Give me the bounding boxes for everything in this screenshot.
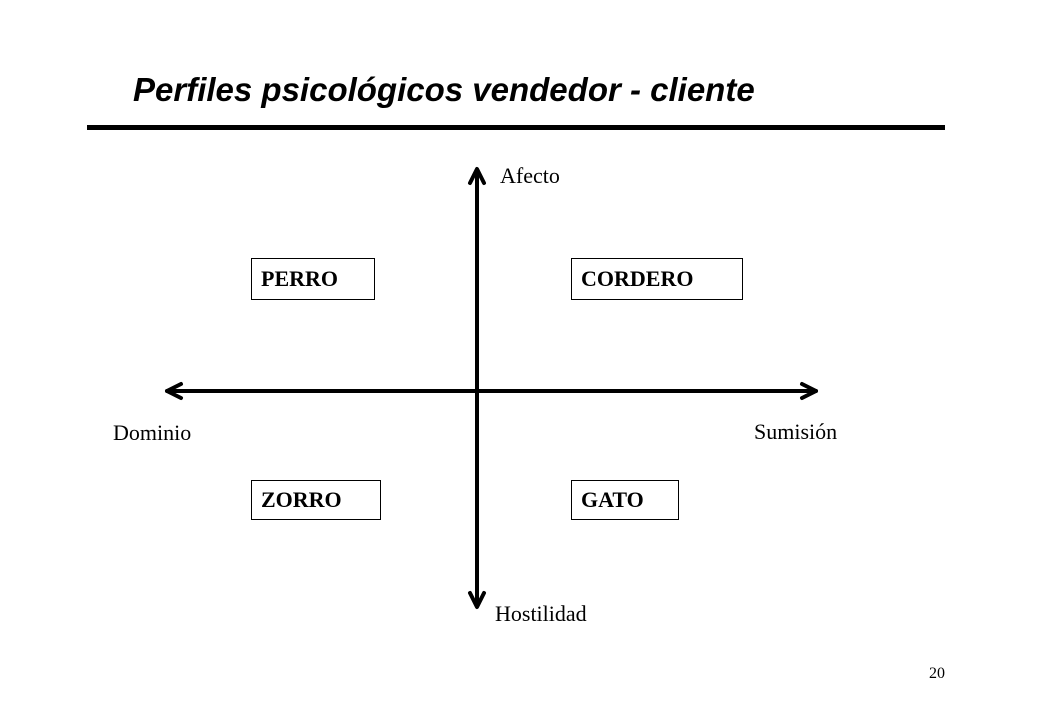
axis-label-dominio: Dominio bbox=[113, 420, 192, 445]
axis-label-sumision: Sumisión bbox=[754, 419, 838, 444]
profile-box-perro: PERRO bbox=[251, 258, 375, 300]
slide-title: Perfiles psicológicos vendedor - cliente bbox=[133, 71, 755, 108]
horizontal-axis bbox=[165, 382, 818, 400]
page-number: 20 bbox=[929, 665, 945, 682]
axis-label-hostilidad: Hostilidad bbox=[495, 601, 587, 626]
vertical-axis bbox=[468, 167, 486, 609]
profile-box-cordero: CORDERO bbox=[571, 258, 743, 300]
arrow-up-head bbox=[468, 167, 486, 185]
profile-box-gato: GATO bbox=[571, 480, 679, 520]
axis-label-afecto: Afecto bbox=[500, 163, 560, 188]
arrow-right-head bbox=[800, 382, 818, 400]
arrow-left-head bbox=[165, 382, 183, 400]
title-underline bbox=[87, 125, 945, 130]
arrow-down-head bbox=[468, 591, 486, 609]
profile-box-zorro: ZORRO bbox=[251, 480, 381, 520]
